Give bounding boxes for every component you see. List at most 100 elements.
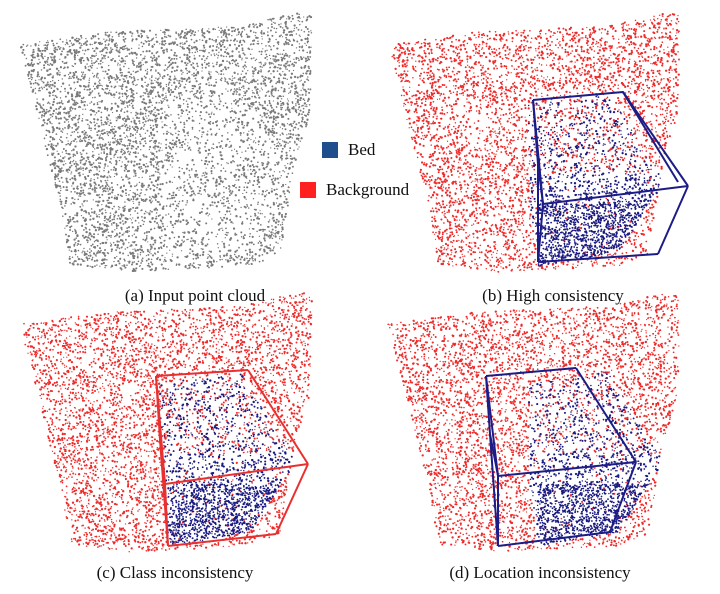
point — [259, 210, 261, 212]
point — [259, 224, 262, 226]
point — [128, 194, 130, 196]
point — [226, 60, 228, 63]
point — [113, 175, 116, 178]
point — [90, 250, 93, 252]
point — [131, 234, 134, 237]
point — [266, 77, 268, 79]
point — [80, 166, 82, 168]
point — [105, 228, 107, 231]
point — [288, 56, 290, 58]
point — [145, 72, 149, 75]
point — [284, 195, 286, 198]
point — [281, 104, 283, 107]
point — [174, 222, 177, 225]
point — [157, 94, 161, 98]
point — [204, 49, 207, 51]
point — [150, 246, 153, 249]
point — [154, 95, 157, 98]
point — [271, 140, 274, 143]
point — [45, 134, 48, 137]
point — [242, 192, 244, 195]
point — [148, 49, 151, 53]
point — [193, 75, 195, 77]
point — [106, 107, 109, 111]
point — [141, 112, 144, 115]
point — [226, 81, 229, 84]
point — [195, 173, 198, 176]
point — [289, 16, 291, 19]
point — [74, 62, 77, 65]
point — [40, 52, 42, 54]
point — [169, 59, 172, 62]
point — [74, 191, 76, 193]
point — [250, 219, 253, 221]
point — [267, 31, 269, 33]
point — [196, 65, 199, 68]
point — [32, 88, 35, 91]
point — [243, 75, 246, 79]
point — [117, 259, 120, 263]
point — [208, 84, 211, 87]
point — [117, 214, 120, 217]
point — [132, 61, 134, 63]
point — [205, 156, 208, 159]
point — [78, 135, 82, 138]
point — [285, 166, 288, 169]
point — [259, 23, 262, 26]
point — [74, 145, 77, 148]
point — [280, 98, 283, 100]
point — [294, 90, 297, 93]
point — [115, 117, 117, 119]
point — [247, 147, 249, 149]
point — [69, 48, 72, 52]
point — [44, 55, 46, 58]
point — [109, 141, 112, 143]
point — [165, 28, 169, 32]
point — [110, 214, 112, 217]
point — [142, 117, 145, 121]
point — [35, 105, 38, 108]
point — [198, 147, 201, 150]
point — [223, 245, 226, 248]
point — [167, 84, 170, 86]
point — [168, 192, 171, 196]
point — [153, 227, 156, 230]
point — [268, 44, 271, 47]
point — [263, 237, 266, 240]
point — [107, 43, 110, 46]
point — [275, 229, 277, 232]
point — [106, 31, 109, 34]
point — [207, 262, 210, 265]
point — [253, 31, 255, 33]
point — [266, 112, 269, 115]
point — [276, 52, 279, 55]
point — [145, 115, 147, 117]
point — [174, 88, 177, 91]
point — [66, 91, 70, 94]
point — [154, 207, 158, 210]
point — [237, 31, 241, 34]
point — [310, 46, 312, 48]
point — [124, 201, 126, 203]
point — [235, 179, 237, 181]
point — [118, 35, 120, 37]
point — [108, 38, 111, 40]
point — [128, 75, 131, 78]
point — [148, 40, 150, 42]
point — [134, 185, 136, 188]
point — [208, 260, 211, 263]
point — [292, 129, 295, 131]
point — [188, 60, 191, 63]
point — [129, 132, 132, 135]
point — [165, 155, 167, 157]
point — [299, 109, 302, 112]
point — [151, 86, 154, 89]
point — [107, 170, 110, 173]
point — [251, 163, 254, 167]
point — [22, 48, 25, 51]
point — [142, 128, 145, 130]
point — [256, 88, 259, 90]
point — [85, 159, 88, 162]
point — [51, 84, 54, 87]
point — [84, 226, 86, 229]
